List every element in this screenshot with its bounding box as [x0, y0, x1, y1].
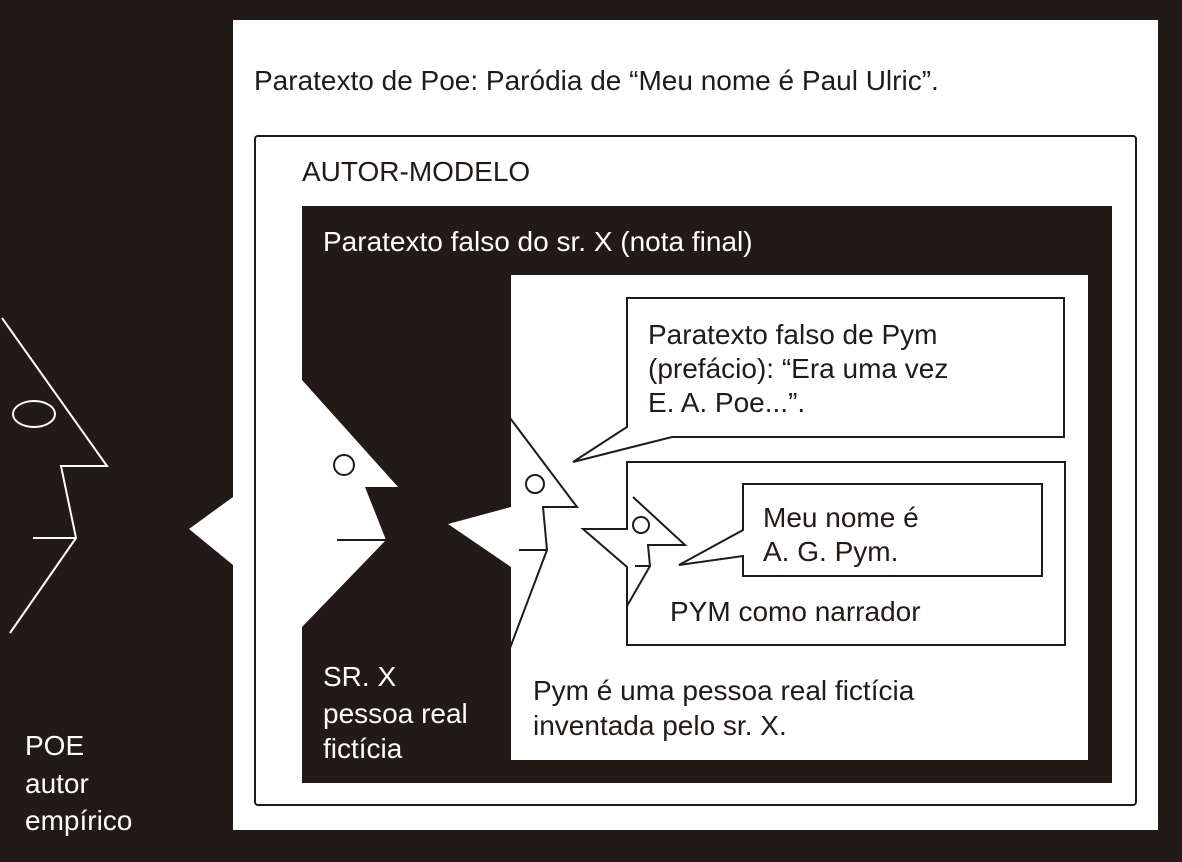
- pym-face-icon: [509, 417, 580, 649]
- pym-speech-line2: A. G. Pym.: [763, 536, 898, 567]
- poe-paratext-title: Paratexto de Poe: Paródia de “Meu nome é…: [254, 65, 939, 96]
- sr-x-face-icon: [302, 380, 398, 627]
- pym-speech-line1: Meu nome é: [763, 502, 919, 533]
- pym-fictional-line1: Pym é uma pessoa real fictícia: [533, 675, 915, 706]
- autor-modelo-box: [254, 135, 1137, 806]
- pym-preface-line2: (prefácio): “Era uma vez: [648, 353, 948, 384]
- sr-x-label-line3: fictícia: [323, 733, 403, 764]
- autor-modelo-label: AUTOR-MODELO: [302, 156, 530, 187]
- pym-narrator-label: PYM como narrador: [670, 596, 921, 627]
- sr-x-label-line1: SR. X: [323, 661, 396, 692]
- poe-label-line2: autor: [25, 768, 89, 799]
- pym-speech-bubble: [678, 483, 1043, 577]
- poe-face-icon: [1, 317, 109, 634]
- sr-x-label-line2: pessoa real: [323, 698, 468, 729]
- pym-fictional-line2: inventada pelo sr. X.: [533, 710, 787, 741]
- poe-label-line3: empírico: [25, 805, 132, 836]
- sr-x-paratext-label: Paratexto falso do sr. X (nota final): [323, 226, 753, 257]
- pym-narrator-face-icon: [626, 496, 688, 607]
- poe-label-line1: POE: [25, 730, 84, 761]
- pym-preface-line3: E. A. Poe...”.: [648, 387, 805, 418]
- pym-preface-line1: Paratexto falso de Pym: [648, 319, 937, 350]
- pym-preface-bubble: [572, 297, 1065, 463]
